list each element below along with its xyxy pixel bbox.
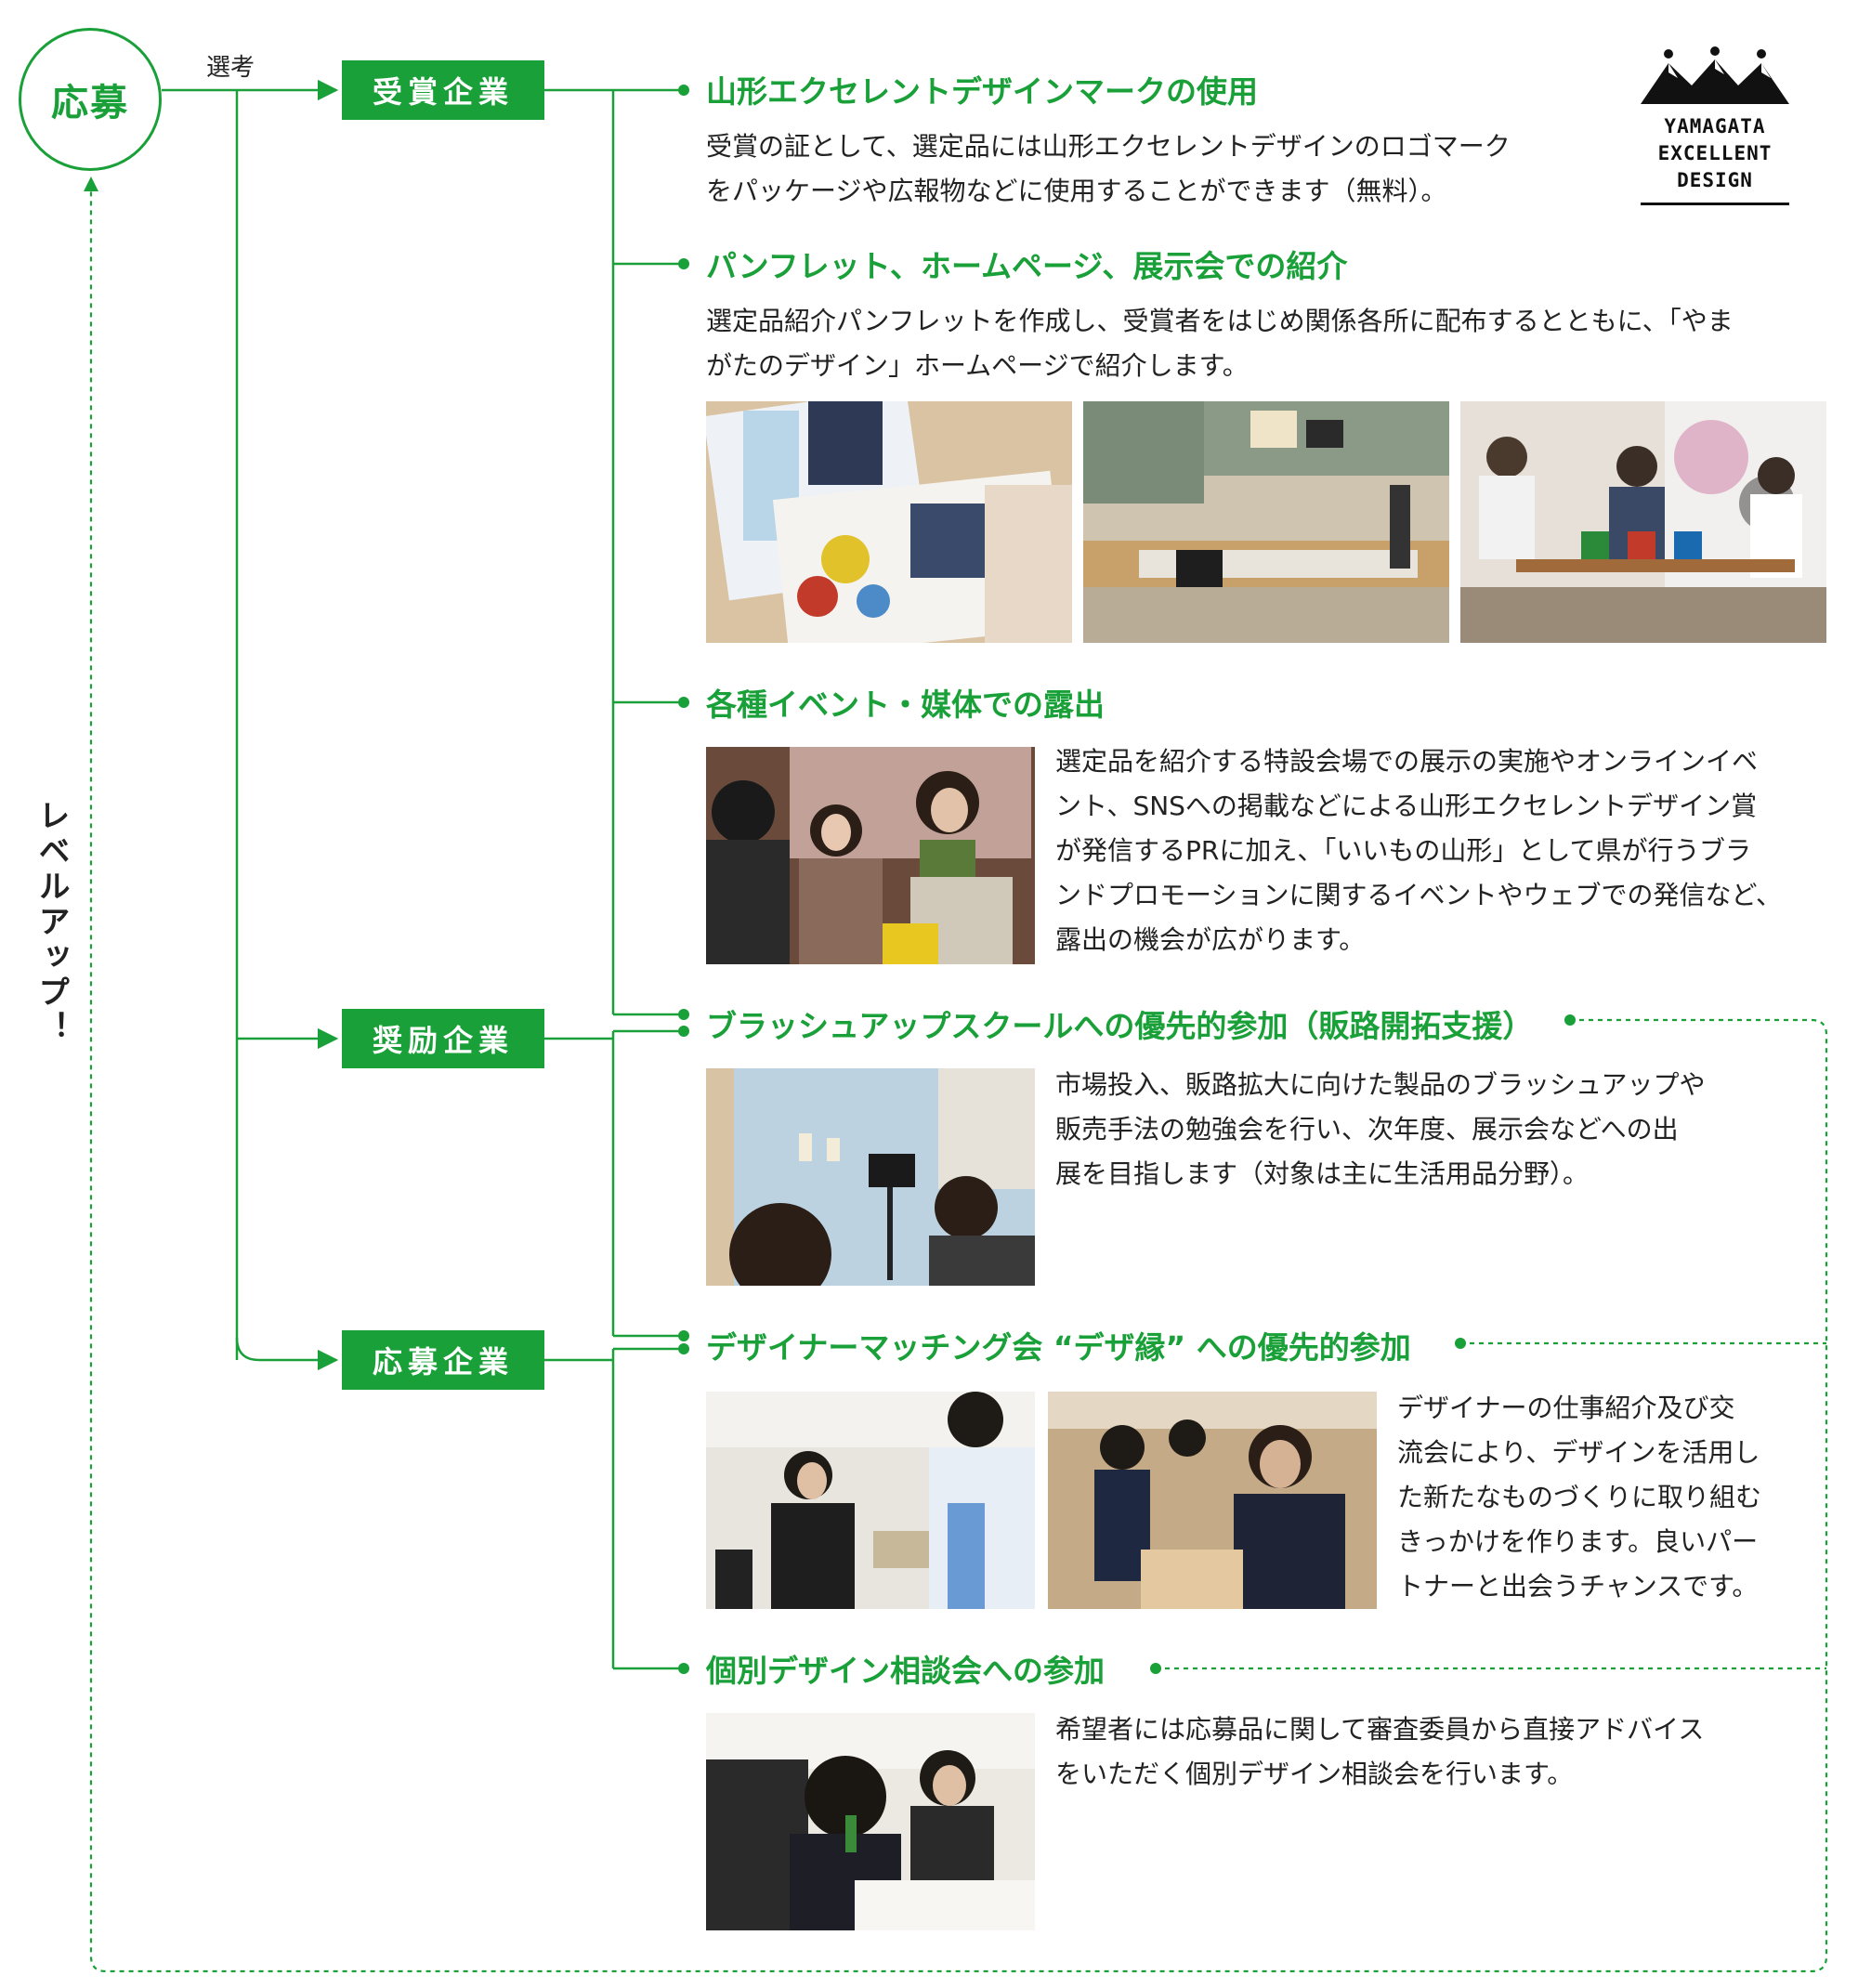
benefit-mark-text: 受賞の証として、選定品には山形エクセレントデザインのロゴマーク をパッケージや広… (706, 131, 1511, 206)
tier-encourage: 奨励企業 (342, 1009, 544, 1068)
benefit-exposure-text: 選定品を紹介する特設会場での展示の実施やオンラインイベ ント、SNSへの掲載など… (1055, 746, 1783, 955)
level-up-label: レベルアップ！ (33, 799, 70, 1046)
pamphlet-photo (706, 401, 1072, 643)
benefit-school-title: ブラッシュアップスクールへの優先的参加（販路開拓支援） (706, 1008, 1534, 1044)
brushup-school-photo (706, 1068, 1035, 1286)
benefit-consultation-text: 希望者には応募品に関して審査委員から直接アドバイス をいただく個別デザイン相談会… (1055, 1714, 1705, 1789)
benefit-school-text: 市場投入、販路拡大に向けた製品のブラッシュアップや 販売手法の勉強会を行い、次年… (1055, 1069, 1706, 1189)
logo-underline (1641, 203, 1789, 205)
benefit-pamphlet-text: 選定品紹介パンフレットを作成し、受賞者をはじめ関係各所に配布するとともに、「やま… (706, 306, 1734, 381)
benefit-consultation-title: 個別デザイン相談会への参加 (706, 1653, 1105, 1689)
logo-text: YAMAGATA EXCELLENT DESIGN (1657, 115, 1773, 191)
tier-applicant-label: 応募企業 (372, 1344, 514, 1380)
tier-award-label: 受賞企業 (372, 74, 514, 110)
exhibition-photo (1083, 401, 1449, 643)
benefit-exposure-title: 各種イベント・媒体での露出 (706, 687, 1105, 723)
benefit-matching-title: デザイナーマッチング会 “デザ縁” への優先的参加 (706, 1329, 1411, 1366)
selection-label: 選考 (206, 54, 255, 82)
matching-photo-1 (706, 1392, 1035, 1609)
yamagata-excellent-design-logo: YAMAGATA EXCELLENT DESIGN (1641, 46, 1789, 206)
levelup-arrowhead (84, 177, 98, 191)
mountain-logo-icon (1641, 46, 1789, 104)
arrow-to-applicant (235, 1337, 339, 1371)
benefit-mark-title: 山形エクセレントデザインマークの使用 (706, 73, 1258, 110)
matching-photo-2 (1048, 1392, 1377, 1609)
exposure-photo (706, 747, 1035, 964)
benefit-pamphlet-title: パンフレット、ホームページ、展示会での紹介 (706, 248, 1348, 284)
event-stage-photo (1460, 401, 1826, 643)
tier-encourage-label: 奨励企業 (372, 1023, 514, 1058)
tier-award: 受賞企業 (342, 60, 544, 120)
tier-applicant: 応募企業 (342, 1330, 544, 1390)
benefit-matching-text: デザイナーの仕事紹介及び交 流会により、デザインを活用し た新たなものづくりに取… (1397, 1393, 1762, 1602)
consultation-photo (706, 1713, 1035, 1930)
apply-circle: 応募 (19, 28, 162, 171)
apply-label: 応募 (51, 82, 129, 124)
